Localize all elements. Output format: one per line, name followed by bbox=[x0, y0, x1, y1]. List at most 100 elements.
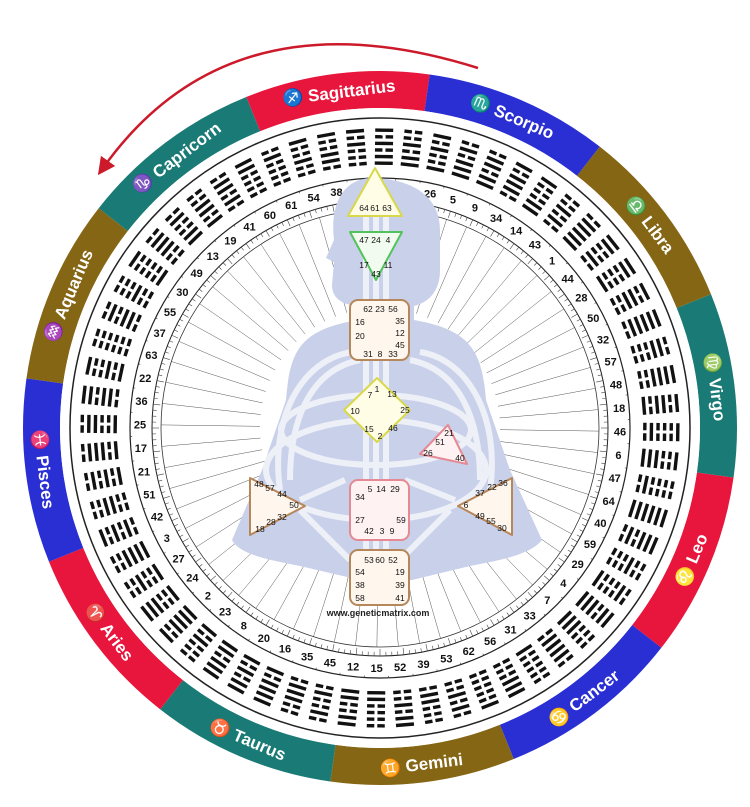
watermark-url: www.geneticmatrix.com bbox=[326, 608, 430, 618]
gate-ray bbox=[473, 291, 552, 354]
solar-plexus-gate-label: 37 bbox=[475, 488, 485, 498]
hexagram-glyph bbox=[536, 628, 574, 668]
zodiac-segment-pisces bbox=[22, 378, 84, 562]
hexagram-glyph bbox=[475, 149, 507, 190]
gate-divider bbox=[233, 224, 236, 227]
sacral-gate-label: 5 bbox=[368, 484, 373, 494]
gate-divider bbox=[581, 281, 584, 284]
gate-divider bbox=[315, 667, 317, 670]
gate-number-23: 23 bbox=[219, 606, 231, 618]
hexagram-glyph bbox=[556, 610, 596, 650]
gate-number-59: 59 bbox=[584, 539, 596, 551]
zodiac-segment-scorpio bbox=[424, 74, 600, 176]
gate-number-62: 62 bbox=[463, 646, 475, 658]
hexagram-glyph bbox=[316, 131, 342, 171]
gate-number-54: 54 bbox=[307, 192, 320, 204]
hexagram-glyph bbox=[580, 234, 620, 272]
throat-gate-label: 16 bbox=[355, 317, 365, 327]
zodiac-segment-capricorn bbox=[98, 96, 261, 231]
zodiac-segment-sagittarius bbox=[246, 71, 430, 132]
hexagram-glyph bbox=[575, 590, 615, 629]
gate-divider bbox=[155, 317, 158, 320]
hexagram-glyph bbox=[542, 193, 581, 233]
hexagram-glyph bbox=[83, 466, 123, 492]
gate-number-25: 25 bbox=[134, 420, 146, 432]
gate-number-2: 2 bbox=[205, 590, 211, 602]
throat-gate-label: 35 bbox=[395, 316, 405, 326]
g-gate-label: 25 bbox=[400, 405, 410, 415]
throat-gate-label: 45 bbox=[395, 340, 405, 350]
ego-gate-label: 21 bbox=[444, 428, 454, 438]
gate-ray bbox=[447, 247, 505, 330]
gate-number-40: 40 bbox=[594, 518, 606, 530]
gate-ray bbox=[480, 308, 564, 363]
hexagram-glyph bbox=[128, 250, 169, 287]
gate-number-43: 43 bbox=[529, 240, 541, 252]
gate-number-27: 27 bbox=[172, 553, 184, 565]
gate-divider bbox=[594, 302, 597, 304]
gate-number-18: 18 bbox=[613, 403, 625, 415]
gate-number-53: 53 bbox=[440, 654, 452, 666]
gate-number-47: 47 bbox=[609, 473, 621, 485]
gate-number-30: 30 bbox=[176, 287, 188, 299]
throat-gate-label: 23 bbox=[375, 304, 385, 314]
hexagram-glyph bbox=[164, 206, 204, 246]
gate-number-12: 12 bbox=[347, 661, 359, 673]
hexagram-glyph bbox=[227, 653, 261, 695]
hexagram-glyph bbox=[280, 675, 309, 717]
gate-number-14: 14 bbox=[510, 225, 523, 237]
g-gate-label: 10 bbox=[350, 406, 360, 416]
solar-plexus-center bbox=[457, 477, 513, 536]
gate-number-37: 37 bbox=[153, 328, 165, 340]
gate-ray bbox=[227, 270, 297, 343]
hexagram-glyph bbox=[260, 146, 292, 187]
hexagram-glyph bbox=[374, 128, 394, 166]
gate-divider bbox=[565, 262, 568, 265]
hexagram-glyph bbox=[109, 540, 151, 574]
gate-number-7: 7 bbox=[544, 595, 550, 607]
throat-gate-label: 56 bbox=[388, 304, 398, 314]
sacral-gate-label: 3 bbox=[380, 526, 385, 536]
hexagram-glyph bbox=[641, 393, 680, 415]
spleen-gate-label: 32 bbox=[277, 512, 287, 522]
gate-ray bbox=[162, 403, 261, 415]
zodiac-segment-aries bbox=[48, 547, 183, 710]
gate-number-36: 36 bbox=[135, 396, 147, 408]
gate-number-57: 57 bbox=[605, 357, 617, 369]
gate-number-41: 41 bbox=[243, 222, 255, 234]
gate-number-60: 60 bbox=[264, 210, 276, 222]
gate-ray bbox=[494, 464, 589, 495]
hexagram-glyph bbox=[158, 604, 198, 644]
spleen-center bbox=[249, 477, 306, 536]
hexagram-glyph bbox=[89, 492, 130, 520]
gate-ray bbox=[457, 260, 522, 337]
gate-number-5: 5 bbox=[450, 194, 456, 206]
gate-number-49: 49 bbox=[191, 268, 203, 280]
hexagram-glyph bbox=[123, 563, 165, 599]
gate-number-64: 64 bbox=[603, 496, 616, 508]
ego-gate-label: 26 bbox=[423, 448, 433, 458]
hexagram-glyph bbox=[145, 227, 185, 266]
sacral-gate-label: 9 bbox=[390, 526, 395, 536]
gate-divider bbox=[576, 578, 579, 580]
gate-number-20: 20 bbox=[258, 633, 270, 645]
gate-ray bbox=[188, 321, 276, 371]
gate-number-39: 39 bbox=[417, 659, 429, 671]
root-gate-label: 58 bbox=[355, 593, 365, 603]
hexagram-glyph bbox=[605, 547, 647, 581]
hexagram-glyph bbox=[179, 623, 218, 663]
ajna-gate-label: 24 bbox=[371, 235, 381, 245]
sacral-gate-label: 14 bbox=[376, 484, 386, 494]
gate-divider bbox=[292, 660, 294, 663]
head-center bbox=[347, 167, 403, 217]
gate-ray bbox=[199, 303, 282, 361]
gate-number-46: 46 bbox=[614, 426, 626, 438]
gate-divider bbox=[590, 558, 593, 560]
g-center bbox=[343, 377, 411, 443]
gate-ray bbox=[499, 429, 599, 432]
hexagram-glyph bbox=[609, 282, 651, 316]
hexagram-glyph bbox=[80, 414, 118, 434]
gate-number-31: 31 bbox=[504, 624, 516, 636]
throat-gate-label: 12 bbox=[395, 328, 405, 338]
hexagram-glyph bbox=[426, 133, 452, 173]
